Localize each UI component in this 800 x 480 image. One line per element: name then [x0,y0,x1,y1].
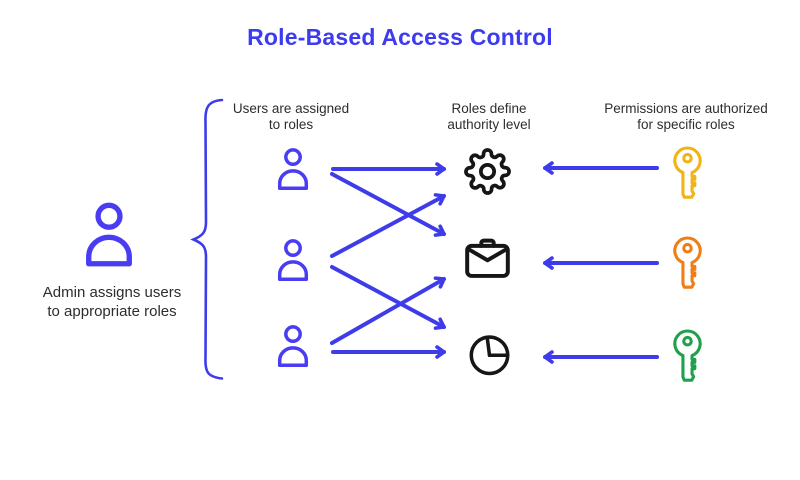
admin-person-icon [86,202,132,267]
admin-label: Admin assigns users to appropriate roles [17,284,207,322]
permissions-column-label: Permissions are authorized for specific … [586,101,786,133]
key-yellow-icon [673,146,702,199]
roles-column-label-line2: authority level [447,116,531,132]
user-2-person-icon [277,239,309,281]
pie-chart-icon [469,335,510,376]
admin-label-line1: Admin assigns users [42,284,182,301]
user-1-person-icon [277,148,309,190]
arrow-user2-role1 [330,193,446,258]
roles-column-label-line1: Roles define [451,101,527,116]
users-column-label-line1: Users are assigned [232,101,350,116]
authorization-arrows [543,161,659,364]
user-3-person-icon [277,325,309,367]
arrow-user2-role3 [330,265,446,330]
key-orange-icon [673,236,702,289]
admin-label-line2: to appropriate roles [47,302,177,320]
briefcase-icon [465,238,510,278]
key-green-icon [673,329,702,382]
users-column-label: Users are assigned to roles [196,101,386,133]
users-column-label-line2: to roles [268,116,314,132]
page-title: Role-Based Access Control [247,24,553,50]
roles-column-label: Roles define authority level [394,101,584,133]
brace-icon [190,98,224,380]
permissions-column-label-line2: for specific roles [637,116,735,132]
arrow-user3-role2 [330,276,446,345]
permissions-column-label-line1: Permissions are authorized [604,101,768,116]
gear-icon [464,148,511,195]
arrow-user1-role2 [330,172,446,237]
assignment-arrows [330,162,446,359]
